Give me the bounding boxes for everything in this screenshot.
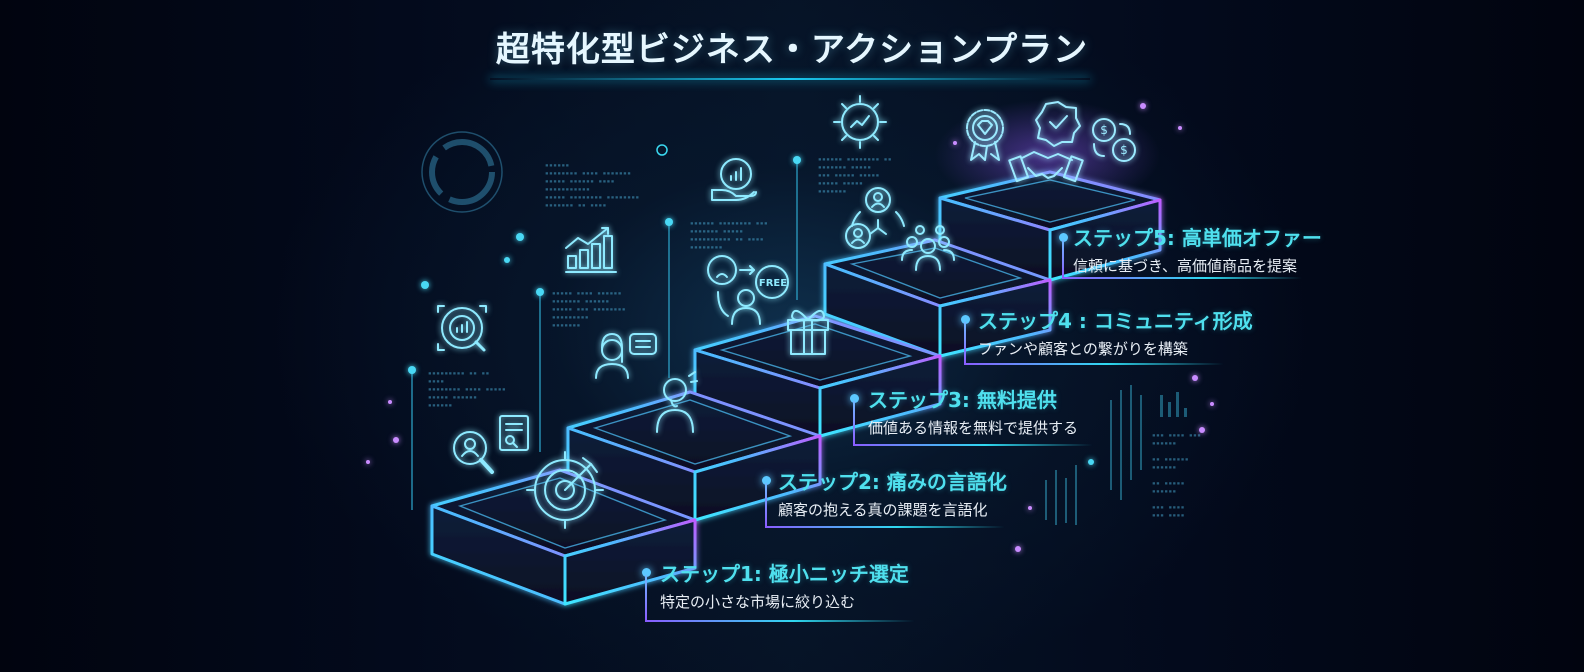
step-2-underline <box>765 526 1005 528</box>
stair-step-1 <box>430 468 697 606</box>
step-5-underline <box>1062 277 1302 279</box>
step-2-leader <box>765 483 767 527</box>
stair-step-4 <box>823 238 1052 358</box>
gift-icon <box>787 309 829 355</box>
step-3-underline <box>853 444 1093 446</box>
stairs <box>430 170 1162 606</box>
step-2-title: ステップ2: 痛みの言語化 <box>778 470 1007 494</box>
target-icon <box>526 451 604 529</box>
data-rain-decor <box>1045 385 1187 525</box>
step-5-leader <box>1062 240 1064 278</box>
speech-bubble-person-icon <box>595 333 657 379</box>
svg-text:$: $ <box>1120 143 1128 157</box>
decor-text-block: ▪▪▪▪▪▪▪▪▪▪▪▪▪▪ ▪▪▪▪ ▪▪▪▪▪▪▪▪▪▪▪▪ ▪▪▪▪▪▪ … <box>545 162 640 209</box>
person-search-icon <box>453 431 494 474</box>
step-1-label: ステップ1: 極小ニッチ選定 特定の小さな市場に絞り込む <box>660 558 909 612</box>
step-3-label: ステップ3: 無料提供 価値ある情報を無料で提供する <box>868 384 1078 438</box>
step-4-title: ステップ4 : コミュニティ形成 <box>978 309 1253 333</box>
growth-chart-icon <box>565 227 617 273</box>
free-badge-text: FREE <box>759 278 787 289</box>
step-4-leader <box>964 322 966 364</box>
page-title: 超特化型ビジネス・アクションプラン <box>495 30 1089 70</box>
step-4-description: ファンや顧客との繋がりを構築 <box>978 340 1188 358</box>
verified-badge-icon <box>1035 101 1081 147</box>
analytics-search-icon <box>437 305 487 352</box>
step-5-description: 信頼に基づき、高価値商品を提案 <box>1073 257 1297 275</box>
worried-person-icon <box>656 371 698 433</box>
decor-text-block: ▪▪▪▪▪▪▪▪▪ ▪▪ ▪▪▪▪▪▪▪▪▪▪▪▪▪▪ ▪▪▪▪ ▪▪▪▪▪▪▪… <box>428 370 507 409</box>
decor-text-block: ▪▪▪▪▪ ▪▪▪▪ ▪▪▪▪▪▪▪▪▪▪▪▪▪ ▪▪▪▪▪▪▪▪▪▪▪ ▪▪▪… <box>552 290 627 329</box>
document-search-icon <box>499 415 529 451</box>
pointer-dots <box>408 156 1094 465</box>
stair-inner-outlines <box>457 179 1136 549</box>
pointer-lines <box>411 160 798 510</box>
step-3-description: 価値ある情報を無料で提供する <box>868 419 1079 437</box>
step-1-underline <box>645 620 915 622</box>
step-3-title: ステップ3: 無料提供 <box>868 388 1057 412</box>
group-icon <box>901 225 955 271</box>
hud-ring-icon <box>421 131 503 213</box>
gear-chart-icon <box>833 95 887 149</box>
handshake-icon <box>1008 151 1084 183</box>
award-diamond-icon <box>966 109 1004 161</box>
step-1-marker <box>642 568 651 577</box>
step-3-leader <box>853 401 855 445</box>
step-2-marker <box>762 476 771 485</box>
step-1-leader <box>645 575 647 621</box>
ring-dot-icon <box>656 144 668 156</box>
step-2-description: 顧客の抱える真の課題を言語化 <box>778 501 988 519</box>
stair-step-3 <box>693 314 942 438</box>
step-5-marker <box>1059 233 1068 242</box>
decor-text-block: ▪▪▪▪▪▪ ▪▪▪▪▪▪▪▪ ▪▪▪▪▪▪▪▪▪ ▪▪▪▪▪▪▪▪ ▪▪▪▪▪… <box>818 156 893 195</box>
sparkle-dots <box>366 103 1214 552</box>
free-cycle-icon <box>707 255 789 325</box>
step-3-marker <box>850 394 859 403</box>
step-5-label: ステップ5: 高単価オファー 信頼に基づき、高価値商品を提案 <box>1073 222 1322 276</box>
step-4-marker <box>961 315 970 324</box>
network-icon <box>845 187 905 249</box>
hand-chart-icon <box>711 158 757 201</box>
title-underline <box>490 78 1090 80</box>
step-4-label: ステップ4 : コミュニティ形成 ファンや顧客との繋がりを構築 <box>978 305 1253 359</box>
decor-text-block: ▪▪▪▪▪▪ ▪▪▪▪▪▪▪▪ ▪▪▪▪▪▪▪▪▪▪ ▪▪▪▪▪▪▪▪▪▪▪▪▪… <box>690 220 769 251</box>
svg-text:$: $ <box>1100 123 1108 137</box>
step-2-label: ステップ2: 痛みの言語化 顧客の抱える真の課題を言語化 <box>778 466 1007 520</box>
step-5-title: ステップ5: 高単価オファー <box>1073 226 1322 250</box>
step-1-description: 特定の小さな市場に絞り込む <box>660 593 856 611</box>
step-1-title: ステップ1: 極小ニッチ選定 <box>660 562 909 586</box>
stair-step-5 <box>938 170 1162 282</box>
decor-text-block: ▪▪▪ ▪▪▪▪ ▪▪▪▪▪▪▪▪▪▪▪ ▪▪▪▪▪▪▪▪▪▪▪▪▪▪ ▪▪▪▪… <box>1152 432 1202 519</box>
dollar-exchange-icon: $ $ <box>1092 118 1136 162</box>
step-4-underline <box>964 363 1224 365</box>
